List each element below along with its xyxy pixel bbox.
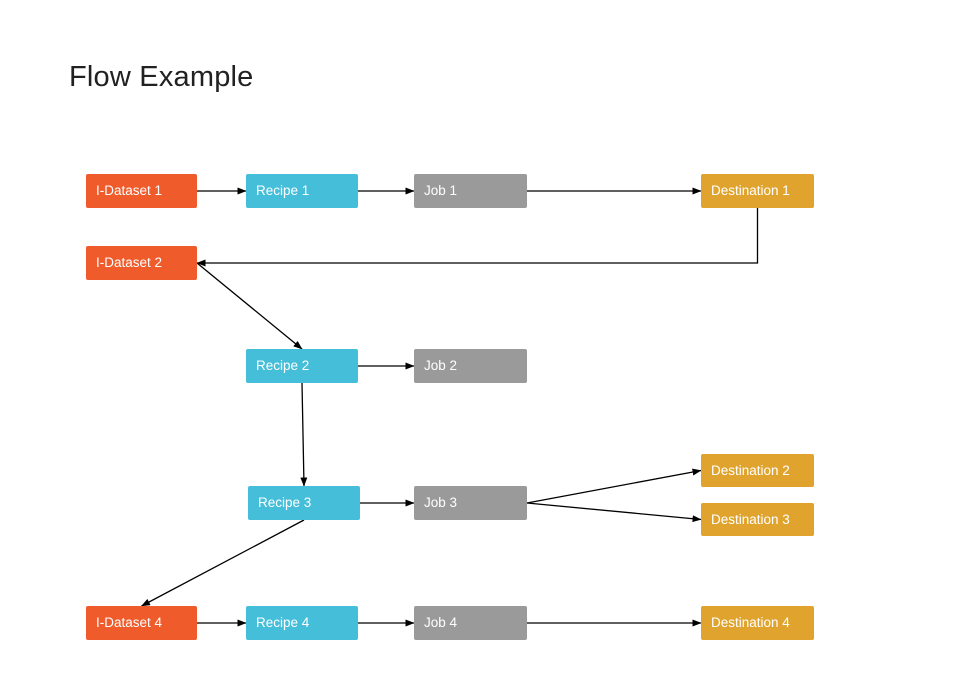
- edge-recipe-2-to-recipe-3: [300, 382, 308, 487]
- node-label: I-Dataset 1: [96, 183, 163, 199]
- edge-destination-1-to-i-dataset-2: [196, 208, 759, 267]
- node-recipe-2[interactable]: Recipe 2: [246, 349, 358, 383]
- page-title: Flow Example: [69, 61, 254, 93]
- node-i-dataset-2[interactable]: I-Dataset 2: [86, 246, 197, 280]
- node-recipe-4[interactable]: Recipe 4: [246, 606, 358, 640]
- edge-recipe-3-to-i-dataset-4: [141, 519, 305, 607]
- node-label: Job 3: [424, 495, 458, 511]
- node-job-3[interactable]: Job 3: [414, 486, 527, 520]
- node-destination-1[interactable]: Destination 1: [701, 174, 814, 208]
- node-label: Recipe 1: [256, 183, 310, 199]
- node-label: Recipe 4: [256, 615, 310, 631]
- node-label: Destination 4: [711, 615, 790, 631]
- node-label: Recipe 2: [256, 358, 310, 374]
- node-label: Destination 3: [711, 511, 790, 527]
- node-label: Job 4: [424, 615, 458, 631]
- node-job-4[interactable]: Job 4: [414, 606, 527, 640]
- node-destination-2[interactable]: Destination 2: [701, 454, 814, 487]
- node-destination-3[interactable]: Destination 3: [701, 503, 814, 536]
- node-label: Destination 2: [711, 462, 790, 478]
- node-label: Destination 1: [711, 183, 790, 199]
- node-label: Recipe 3: [258, 495, 312, 511]
- node-recipe-1[interactable]: Recipe 1: [246, 174, 358, 208]
- node-job-1[interactable]: Job 1: [414, 174, 527, 208]
- node-label: Job 1: [424, 183, 458, 199]
- edge-job-3-to-destination-3: [526, 502, 702, 523]
- node-label: I-Dataset 4: [96, 615, 163, 631]
- node-label: Job 2: [424, 358, 458, 374]
- edge-job-3-to-destination-2: [526, 468, 702, 504]
- edge-i-dataset-2-to-recipe-2: [196, 262, 303, 350]
- node-job-2[interactable]: Job 2: [414, 349, 527, 383]
- node-recipe-3[interactable]: Recipe 3: [248, 486, 360, 520]
- node-destination-4[interactable]: Destination 4: [701, 606, 814, 640]
- node-i-dataset-4[interactable]: I-Dataset 4: [86, 606, 197, 640]
- node-i-dataset-1[interactable]: I-Dataset 1: [86, 174, 197, 208]
- node-label: I-Dataset 2: [96, 255, 163, 271]
